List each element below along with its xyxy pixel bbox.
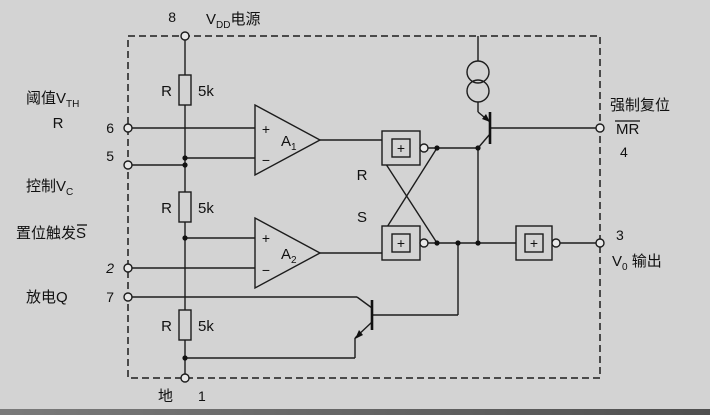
nor-gate-r-symbol: + (397, 140, 405, 156)
scan-edge-artifact (0, 409, 710, 415)
pin-7-number: 7 (106, 289, 114, 305)
discharge-transistor (355, 300, 374, 339)
pin-2-number: 2 (105, 260, 114, 276)
flipflop-s-label: S (357, 209, 367, 226)
pin-terminals (123, 31, 605, 383)
resistor-r1-value: 5k (198, 83, 214, 100)
comparator-a2: + − A2 (254, 216, 322, 290)
reset-transistor-emitter-arrow (482, 114, 490, 122)
a1-label: A1 (281, 133, 297, 153)
pin-5-number: 5 (106, 148, 114, 164)
nor-gate-s: + (381, 225, 429, 261)
discharge-transistor-emitter-arrow (355, 330, 363, 339)
nor-gate-r: + (381, 130, 429, 166)
pin-4-terminal (595, 123, 605, 133)
pin-1-number: 1 (198, 388, 206, 404)
pin-2-terminal (123, 263, 133, 273)
pin-6-sublabel-r: R (53, 115, 64, 132)
pin-1-terminal (180, 373, 190, 383)
current-source-circle-bottom (466, 79, 490, 103)
junction-dots (182, 145, 481, 361)
pin-3-number: 3 (616, 227, 624, 243)
nor-gate-r-bubble (419, 143, 429, 153)
resistor-r1: R 5k (161, 74, 214, 106)
resistor-r2-value: 5k (198, 200, 214, 217)
pin-5-terminal (123, 160, 133, 170)
wires (132, 36, 596, 374)
pin-6-label: 阈值VTH (26, 90, 79, 110)
nor-gate-s-symbol: + (397, 235, 405, 251)
a2-minus-input: − (262, 262, 270, 278)
pin-8-label: VDD电源 (206, 11, 260, 31)
pin-2-label: 置位触发S (16, 225, 86, 242)
a1-plus-input: + (262, 121, 270, 137)
a1-minus-input: − (262, 152, 270, 168)
a2-label: A2 (281, 246, 297, 266)
current-source-circle-top (466, 60, 490, 84)
pin-8-number: 8 (168, 9, 176, 25)
flipflop: + + R S (357, 130, 429, 261)
pin-8-terminal (180, 31, 190, 41)
flipflop-r-label: R (357, 167, 368, 184)
output-inverter: + (515, 225, 561, 261)
pin-3-terminal (595, 238, 605, 248)
reset-transistor (482, 112, 492, 144)
resistor-r3-name: R (161, 318, 172, 335)
pin-6-terminal (123, 123, 133, 133)
pin-5-label: 控制VC (26, 178, 73, 198)
pin-3-label: V0 输出 (612, 253, 662, 273)
resistor-r3-value: 5k (198, 318, 214, 335)
nor-gate-s-bubble (419, 238, 429, 248)
pin-1-label: 地 (158, 388, 173, 405)
ic-boundary (127, 35, 601, 379)
resistor-r2: R 5k (161, 191, 214, 223)
pin-4-mr-label: MR (616, 121, 639, 138)
pin-4-number: 4 (620, 144, 628, 160)
pin-7-terminal (123, 292, 133, 302)
comparator-a1: + − A1 (254, 103, 322, 177)
a2-plus-input: + (262, 230, 270, 246)
pin-7-label: 放电Q (26, 289, 68, 306)
pin-4-label: 强制复位 (610, 96, 670, 114)
resistor-r2-name: R (161, 200, 172, 217)
current-source (466, 60, 490, 103)
output-inverter-symbol: + (530, 235, 538, 251)
resistor-r1-name: R (161, 83, 172, 100)
output-inverter-bubble (551, 238, 561, 248)
pin-6-number: 6 (106, 120, 114, 136)
resistor-r3: R 5k (161, 309, 214, 341)
